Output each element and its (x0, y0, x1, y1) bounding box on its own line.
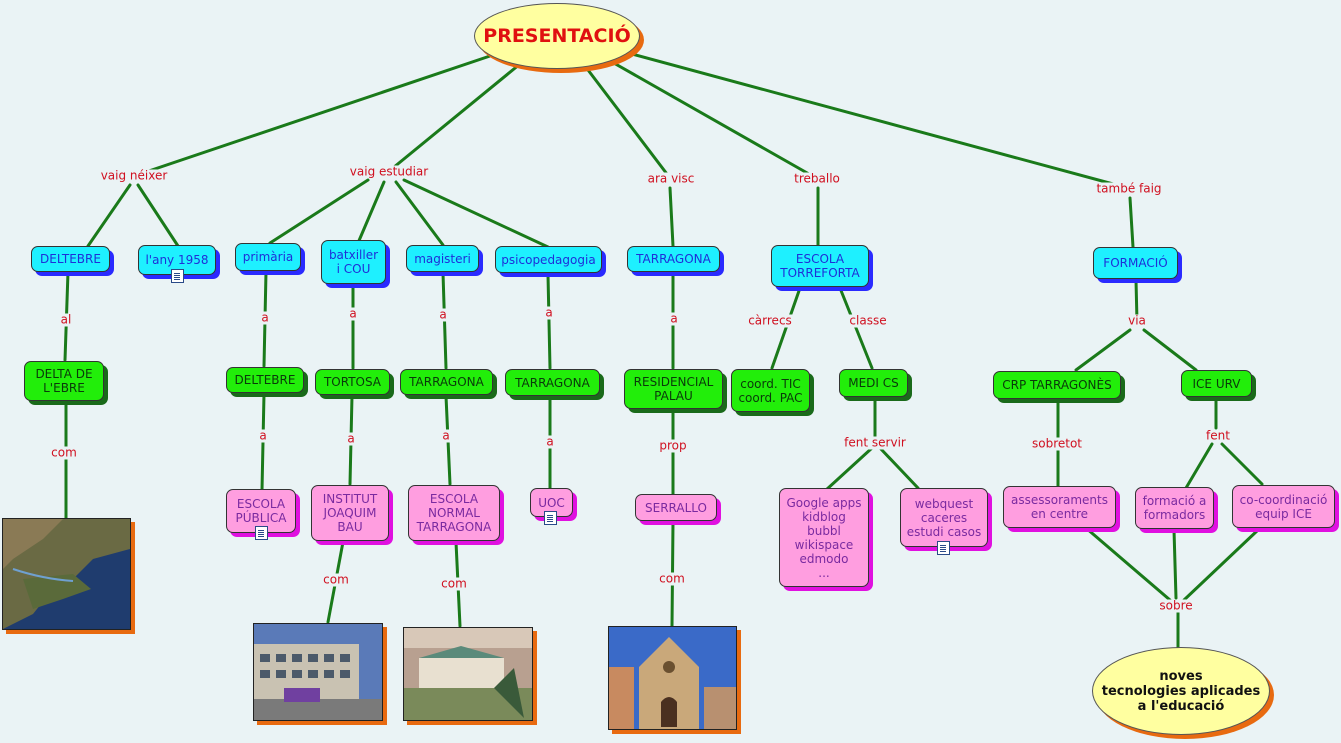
label-a: a (257, 428, 269, 443)
node-medi-cs[interactable]: MEDI CS (839, 369, 908, 397)
node-magisteri[interactable]: magisteri (406, 245, 479, 272)
label-a: a (544, 434, 556, 449)
node-tarragona-psico[interactable]: TARRAGONA (505, 369, 600, 396)
note-icon[interactable] (937, 541, 950, 555)
node-tortosa[interactable]: TORTOSA (315, 369, 390, 395)
label-a: a (259, 310, 271, 325)
serrallo-church-photo[interactable] (608, 626, 737, 730)
label-com: com (321, 572, 351, 587)
node-tarragona-magisteri[interactable]: TARRAGONA (400, 369, 493, 395)
label-com: com (657, 571, 687, 586)
note-icon[interactable] (255, 526, 268, 540)
node-webquest[interactable]: webquest caceres estudi casos (900, 488, 988, 547)
institut-building-photo[interactable] (253, 623, 383, 721)
label-vaig-neixer: vaig néixer (98, 168, 170, 183)
label-tambe-faig: també faig (1094, 181, 1164, 196)
label-fent-servir: fent servir (842, 435, 908, 450)
node-residencial-palau[interactable]: RESIDENCIAL PALAU (624, 369, 723, 409)
root-presentacio[interactable]: PRESENTACIÓ (474, 3, 640, 69)
label-ara-visc: ara visc (645, 171, 697, 186)
node-institut-joaquim-bau[interactable]: INSTITUT JOAQUIM BAU (311, 485, 389, 541)
escola-normal-photo[interactable] (403, 627, 533, 721)
label-com: com (439, 576, 469, 591)
node-deltebre-primaria[interactable]: DELTEBRE (226, 367, 304, 393)
node-ice-urv[interactable]: ICE URV (1181, 370, 1252, 397)
label-al: al (58, 312, 74, 327)
label-treballo: treballo (792, 171, 842, 186)
label-classe: classe (847, 313, 889, 328)
label-a: a (668, 311, 680, 326)
label-a: a (440, 428, 452, 443)
node-escola-normal-tarragona[interactable]: ESCOLA NORMAL TARRAGONA (408, 485, 500, 541)
node-escola-publica[interactable]: ESCOLA PÚBLICA (226, 489, 296, 533)
label-carrecs: càrrecs (746, 313, 794, 328)
label-a: a (345, 431, 357, 446)
note-icon[interactable] (171, 269, 184, 283)
delta-map-photo[interactable] (2, 518, 131, 630)
label-com: com (49, 445, 79, 460)
label-via: via (1126, 313, 1148, 328)
node-tarragona-live[interactable]: TARRAGONA (627, 246, 720, 272)
node-escola-torreforta[interactable]: ESCOLA TORREFORTA (771, 245, 869, 287)
node-formacio-formadors[interactable]: formació a formadors (1135, 487, 1214, 529)
label-fent: fent (1204, 428, 1232, 443)
node-google-apps[interactable]: Google apps kidblog bubbl wikispace edmo… (779, 488, 869, 587)
node-batxiller[interactable]: batxiller i COU (321, 240, 386, 284)
node-deltebre[interactable]: DELTEBRE (31, 246, 110, 272)
node-crp-tarragones[interactable]: CRP TARRAGONÈS (993, 371, 1121, 399)
node-delta-ebre[interactable]: DELTA DE L'EBRE (24, 361, 104, 401)
node-assessoraments[interactable]: assessoraments en centre (1003, 486, 1116, 528)
label-vaig-estudiar: vaig estudiar (347, 164, 431, 179)
label-a: a (347, 306, 359, 321)
node-formacio[interactable]: FORMACIÓ (1093, 247, 1178, 279)
label-a: a (437, 307, 449, 322)
label-a: a (543, 305, 555, 320)
note-icon[interactable] (544, 511, 557, 525)
node-serrallo[interactable]: SERRALLO (635, 494, 717, 521)
label-prop: prop (657, 438, 689, 453)
node-noves-tecnologies[interactable]: noves tecnologies aplicades a l'educació (1092, 647, 1270, 735)
node-co-coordinacio[interactable]: co-coordinació equip ICE (1232, 485, 1335, 528)
node-primaria[interactable]: primària (235, 243, 301, 271)
node-coord[interactable]: coord. TIC coord. PAC (731, 369, 810, 412)
label-sobretot: sobretot (1029, 436, 1085, 451)
node-psicopedagogia[interactable]: psicopedagogia (495, 246, 602, 273)
label-sobre: sobre (1157, 598, 1195, 613)
